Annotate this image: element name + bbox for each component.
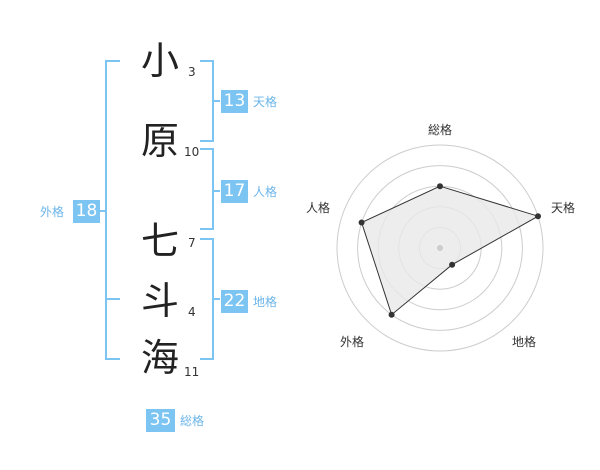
radar-polygon <box>360 185 540 316</box>
gaikaku-label: 外格 <box>40 205 65 219</box>
stroke-count-5: 11 <box>184 365 200 379</box>
radar-axis-label-jinkaku: 人格 <box>306 200 330 215</box>
radar-ring <box>336 144 544 352</box>
stroke-count-1: 3 <box>188 65 196 79</box>
radar-point-2 <box>449 261 456 268</box>
radar-center-dot <box>437 245 443 251</box>
radar-point-4 <box>358 219 365 226</box>
stroke-count-3: 7 <box>188 236 196 250</box>
jinkaku-bracket <box>200 148 214 230</box>
radar-point-3 <box>388 311 395 318</box>
radar-axis-label-chikaku: 地格 <box>512 334 536 349</box>
name-char-4: 斗 <box>141 279 180 323</box>
chikaku-label: 地格 <box>253 295 278 309</box>
soukaku-value: 35 <box>146 409 175 432</box>
tenkaku-value: 13 <box>221 90 248 113</box>
tenkaku-label: 天格 <box>253 95 278 109</box>
stroke-count-2: 10 <box>184 145 200 159</box>
name-char-1: 小 <box>141 39 180 83</box>
name-char-2: 原 <box>141 119 180 163</box>
chikaku-value: 22 <box>221 290 248 313</box>
radar-ring <box>357 165 523 331</box>
radar-axis-label-soukaku: 総格 <box>428 122 452 137</box>
jinkaku-label: 人格 <box>253 185 278 199</box>
radar-point-0 <box>437 183 443 190</box>
radar-axis-label-tenkaku: 天格 <box>551 200 575 215</box>
name-char-5: 海 <box>141 336 180 380</box>
radar-point-1 <box>535 213 541 220</box>
name-char-3: 七 <box>141 219 180 263</box>
soukaku-label: 総格 <box>180 414 205 428</box>
radar-axis-label-gaikaku: 外格 <box>340 334 364 349</box>
jinkaku-value: 17 <box>221 180 248 203</box>
gaikaku-value: 18 <box>73 200 100 223</box>
stroke-count-4: 4 <box>188 305 196 319</box>
